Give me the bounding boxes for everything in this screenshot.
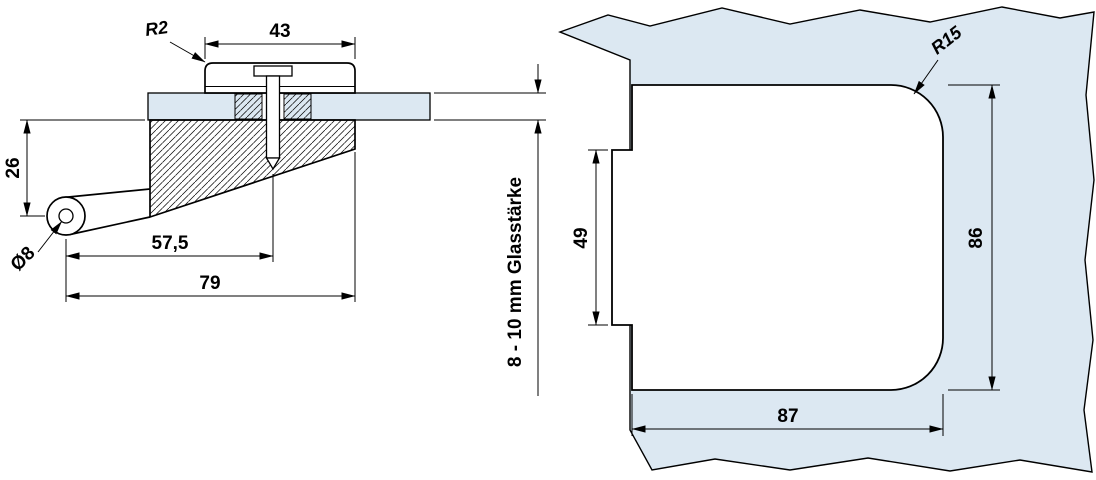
- pivot-arm-top-edge: [63, 188, 151, 199]
- dim-glass-thickness: 8 - 10 mm Glasstärke: [434, 64, 546, 396]
- dim-pivot-drop: 26: [3, 119, 145, 217]
- dim-label-glass-thickness: 8 - 10 mm Glasstärke: [505, 177, 526, 367]
- leader-line: [913, 59, 939, 95]
- hinge-plate-front: [611, 84, 944, 391]
- dim-plate-width: 87: [631, 394, 944, 436]
- pivot-hole: [58, 208, 74, 224]
- dim-label-plate-height: 86: [966, 227, 987, 248]
- dim-overall-depth: 79: [65, 152, 356, 302]
- gasket-right: [283, 93, 312, 120]
- front-view: R15 49 86 87: [558, 6, 1095, 473]
- dim-label-plate-width: 87: [777, 406, 798, 427]
- gasket-left: [234, 93, 263, 120]
- screw-tip: [265, 157, 281, 171]
- leader-line: [37, 221, 63, 253]
- leader-line: [169, 41, 206, 63]
- side-view: 43 R2 26 Ø8 57,5 79: [3, 17, 546, 396]
- dim-tongue-height: 49: [571, 149, 608, 326]
- dim-label-screw-distance: 57,5: [152, 233, 189, 254]
- dim-label-overall-depth: 79: [199, 273, 220, 294]
- hinge-body-section: [149, 119, 356, 219]
- screw-head: [253, 65, 293, 77]
- dim-label-clamp-width: 43: [269, 21, 290, 42]
- label-top-radius: R2: [144, 17, 170, 40]
- dim-plate-height: 86: [948, 84, 1000, 391]
- dim-label-tongue-height: 49: [571, 227, 592, 248]
- dim-label-pivot-drop: 26: [3, 157, 24, 178]
- radius-callout-r2: R2: [144, 17, 206, 63]
- pivot-arm-bottom-edge: [69, 216, 151, 236]
- dim-screw-distance: 57,5: [65, 174, 274, 302]
- screw-shaft: [265, 75, 281, 159]
- dim-clamp-width: 43: [204, 21, 356, 59]
- label-hole-diameter: Ø8: [7, 243, 40, 276]
